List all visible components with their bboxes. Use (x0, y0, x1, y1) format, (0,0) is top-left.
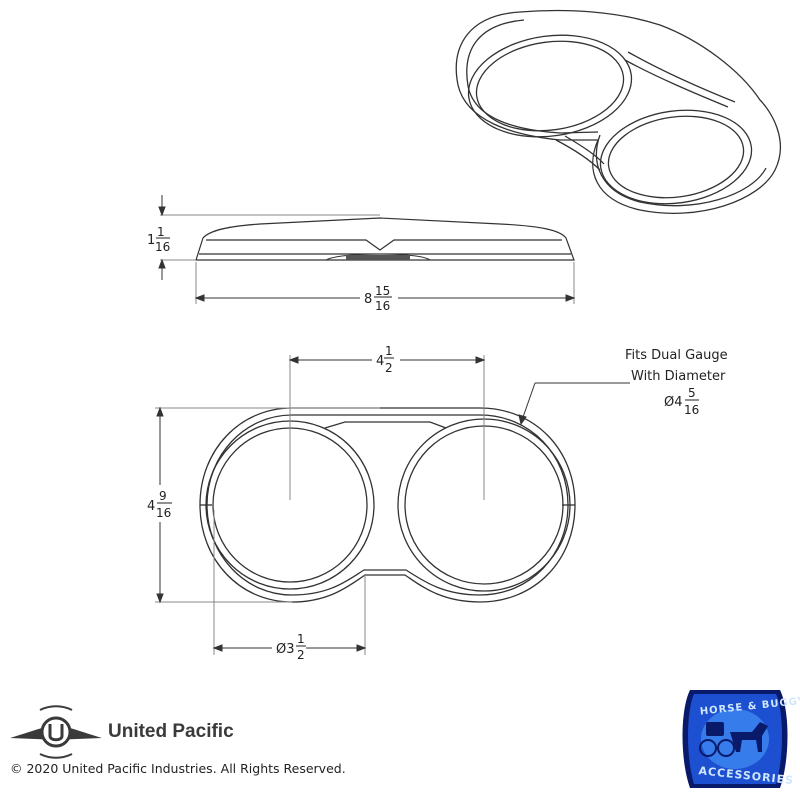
inner-diameter-num: 1 (297, 632, 305, 646)
inner-diameter-prefix: Ø3 (276, 642, 295, 657)
gauge-note-leader (518, 382, 630, 426)
height-whole: 1 (147, 233, 155, 248)
width-num: 15 (375, 284, 390, 298)
gauge-note-den: 16 (684, 403, 699, 417)
spacing-num: 1 (385, 344, 393, 358)
gauge-note-num: 5 (688, 386, 696, 400)
gauge-note-line2: With Diameter (631, 369, 726, 384)
height-num: 1 (157, 225, 165, 239)
spacing-dimension (288, 355, 486, 500)
inner-diameter-dimension (212, 510, 367, 655)
copyright-text: © 2020 United Pacific Industries. All Ri… (10, 761, 346, 776)
width-den: 16 (375, 299, 390, 313)
isometric-view (455, 9, 781, 214)
width-dimension (194, 262, 576, 304)
height-den: 16 (155, 240, 170, 254)
gauge-note-prefix: Ø4 (664, 395, 683, 410)
width-whole: 8 (364, 292, 372, 307)
overall-height-dimension (155, 406, 380, 604)
spacing-whole: 4 (376, 354, 384, 369)
side-view (195, 217, 575, 261)
inner-diameter-den: 2 (297, 648, 305, 662)
overall-height-den: 16 (156, 506, 171, 520)
spacing-den: 2 (385, 361, 393, 375)
horse-buggy-accessories-logo-icon: HORSE & BUGGY ACCESSORIES (682, 690, 800, 788)
united-pacific-logo-icon (10, 705, 102, 759)
height-dimension (158, 195, 380, 280)
front-view (199, 407, 576, 603)
overall-height-num: 9 (159, 489, 167, 503)
gauge-note-line1: Fits Dual Gauge (625, 348, 728, 363)
brand-name: United Pacific (108, 721, 234, 742)
overall-height-whole: 4 (147, 499, 155, 514)
